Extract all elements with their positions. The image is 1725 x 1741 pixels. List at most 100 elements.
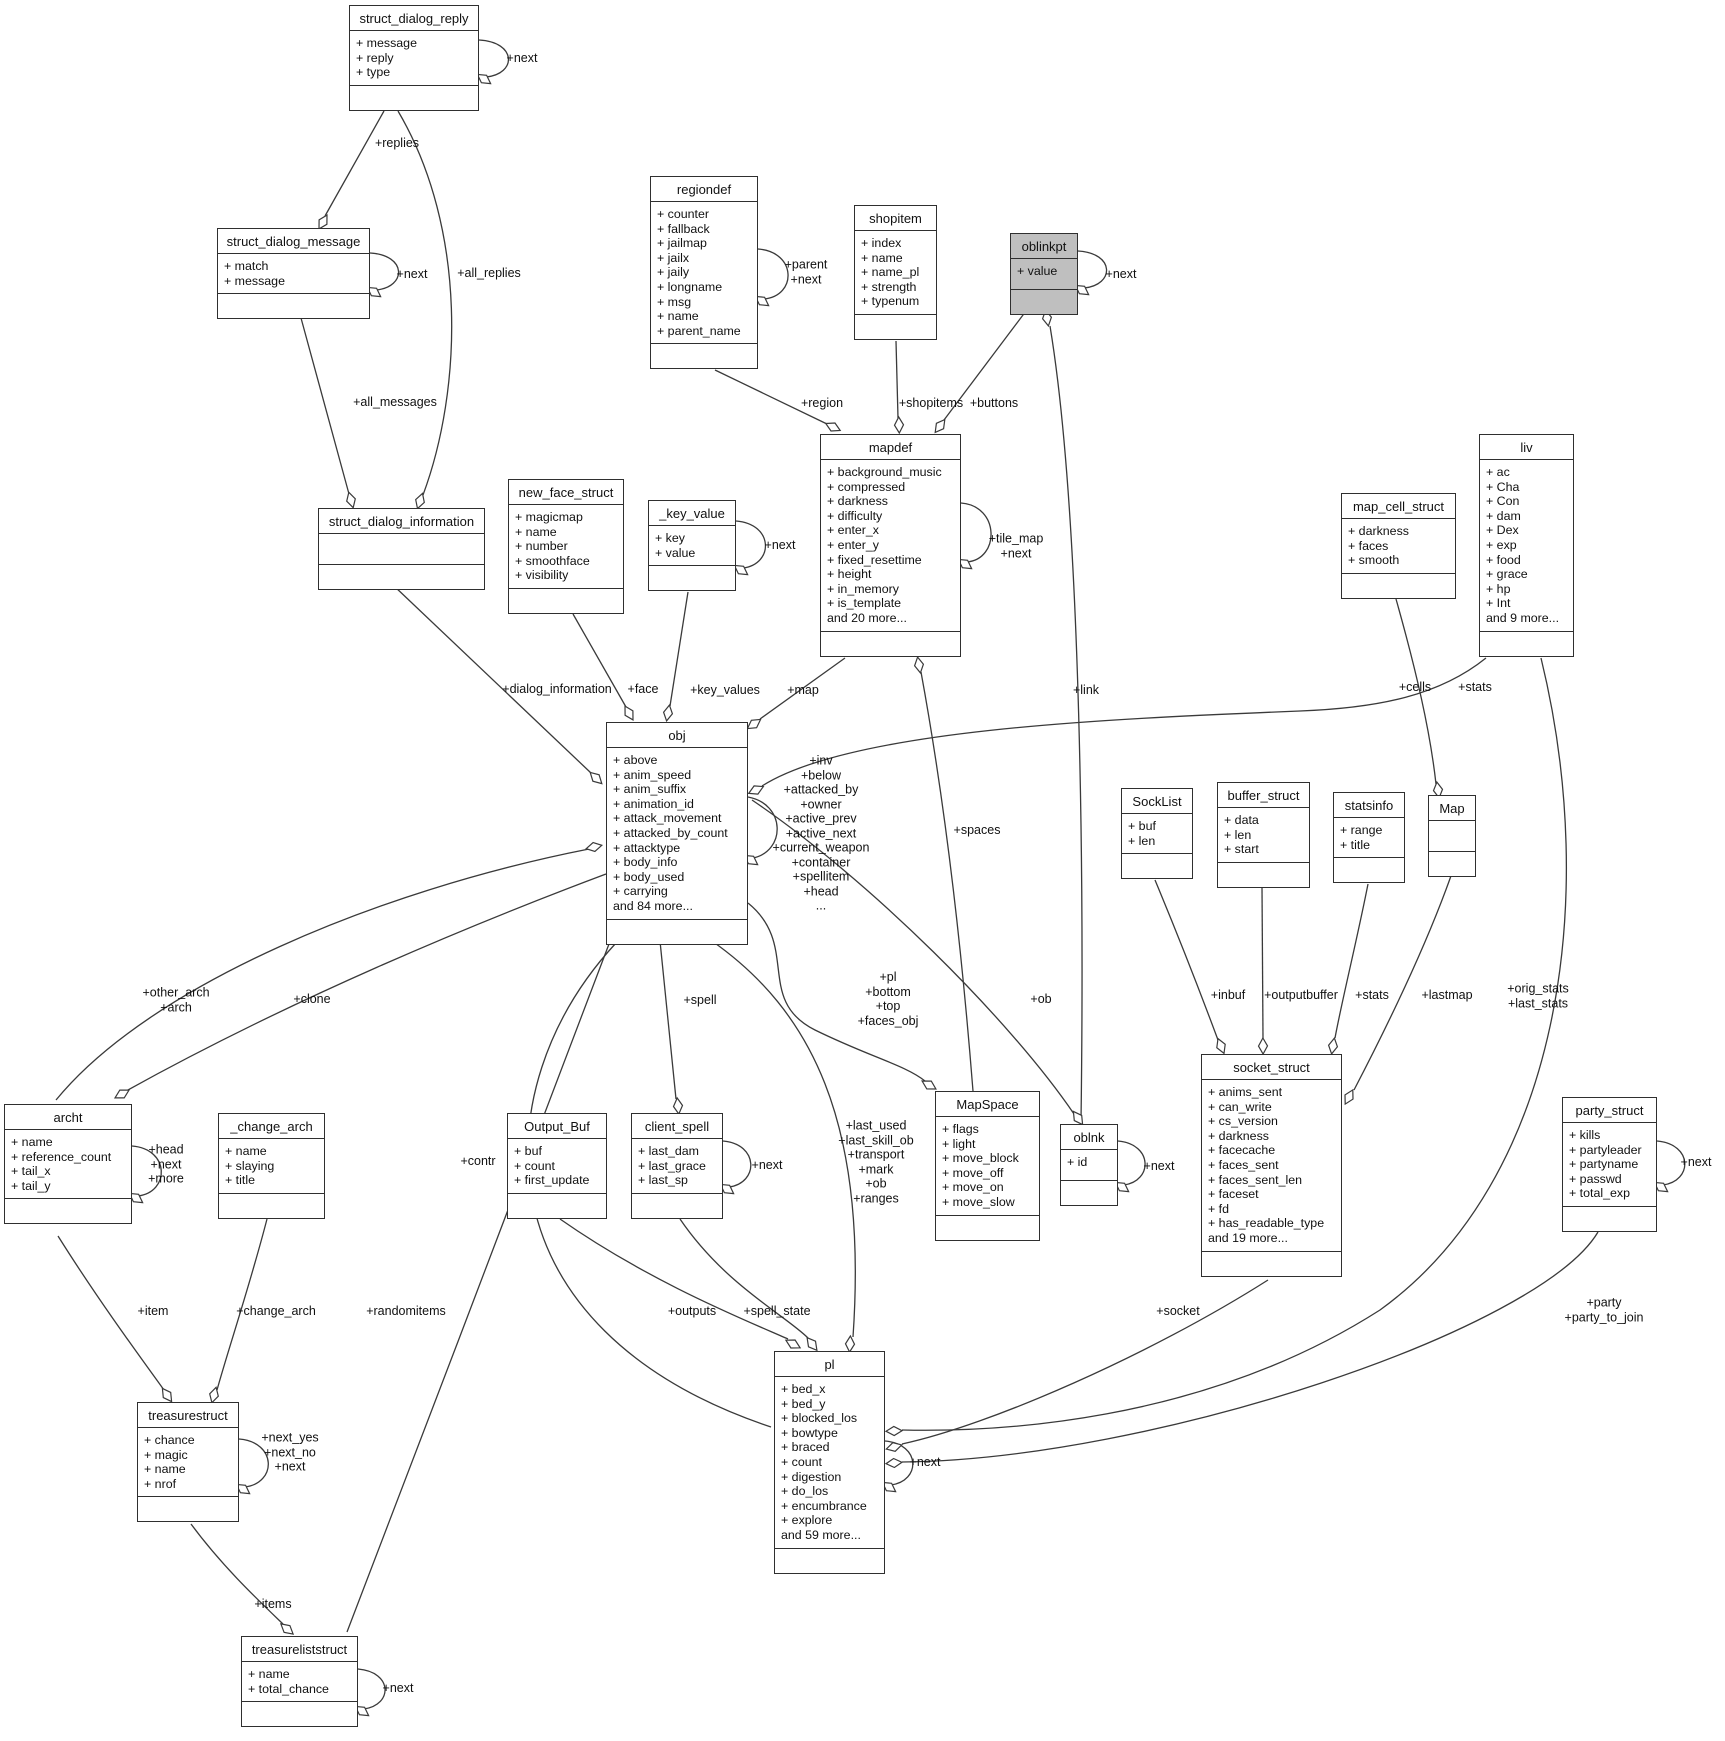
class-box-new_face_struct[interactable]: new_face_struct+ magicmap + name + numbe… [508,479,624,614]
class-title-MapSpace[interactable]: MapSpace [936,1092,1039,1117]
aggregation-diamond-spaces [913,655,925,675]
edge-label-next: +next [764,537,796,552]
edge-outputs [559,1218,789,1340]
edge-other_arch-arch [55,848,590,1101]
class-title-oblnk[interactable]: oblnk [1061,1125,1117,1150]
class-title-statsinfo[interactable]: statsinfo [1334,793,1404,818]
class-box-mapdef[interactable]: mapdef+ background_music + compressed + … [820,434,961,657]
class-title-obj[interactable]: obj [607,723,747,748]
class-box-Output_Buf[interactable]: Output_Buf+ buf + count + first_update [507,1113,607,1219]
aggregation-diamond-pl-obj-refs [844,1334,856,1354]
class-box-MapSpace[interactable]: MapSpace+ flags + light + move_block + m… [935,1091,1040,1241]
class-box-_key_value[interactable]: _key_value+ key + value [648,500,736,592]
class-box-struct_dialog_information[interactable]: struct_dialog_information [318,508,485,590]
class-title-struct_dialog_information[interactable]: struct_dialog_information [319,509,484,534]
class-title-party_struct[interactable]: party_struct [1563,1098,1656,1123]
class-operations-struct_dialog_information [319,565,484,589]
class-box-statsinfo[interactable]: statsinfo+ range + title [1333,792,1405,884]
class-box-SockList[interactable]: SockList+ buf + len [1121,788,1193,880]
class-title-oblinkpt[interactable]: oblinkpt [1011,234,1077,259]
class-box-oblnk[interactable]: oblnk+ id [1060,1124,1118,1206]
class-attributes-new_face_struct: + magicmap + name + number + smoothface … [509,505,623,589]
class-title-mapdef[interactable]: mapdef [821,435,960,460]
class-title-archt[interactable]: archt [5,1105,131,1130]
class-box-regiondef[interactable]: regiondef+ counter + fallback + jailmap … [650,176,758,370]
edge-randomitems [346,943,610,1633]
edge-label-lastmap: +lastmap [1421,987,1473,1002]
class-box-treasurestruct[interactable]: treasurestruct+ chance + magic + name + … [137,1402,239,1523]
class-box-map_cell_struct[interactable]: map_cell_struct+ darkness + faces + smoo… [1341,493,1456,599]
edge-oblnk-next-loop [1117,1140,1146,1186]
edge-label-item: +item [137,1303,169,1318]
class-box-treasureliststruct[interactable]: treasureliststruct+ name + total_chance [241,1636,358,1728]
edge-label-clone: +clone [293,991,331,1006]
aggregation-diamond-outputbuffer [1257,1036,1269,1056]
class-title-SockList[interactable]: SockList [1122,789,1192,814]
class-title-map_cell_struct[interactable]: map_cell_struct [1342,494,1455,519]
class-box-struct_dialog_reply[interactable]: struct_dialog_reply+ message + reply + t… [349,5,479,111]
edge-ob [751,799,1075,1115]
edge-label-next_yes: +next_yes +next_no +next [261,1430,319,1474]
class-attributes-treasureliststruct: + name + total_chance [242,1662,357,1703]
class-box-buffer_struct[interactable]: buffer_struct+ data + len + start [1217,782,1310,888]
class-attributes-oblinkpt: + value [1011,259,1077,290]
edge-region [714,369,828,425]
class-title-Map[interactable]: Map [1429,796,1475,821]
aggregation-diamond-replies [318,214,328,230]
class-box-oblinkpt[interactable]: oblinkpt+ value [1010,233,1078,315]
class-title-client_spell[interactable]: client_spell [632,1114,722,1139]
class-box-client_spell[interactable]: client_spell+ last_dam + last_grace + la… [631,1113,723,1219]
edge-label-key_values: +key_values [690,682,760,697]
class-title-treasurestruct[interactable]: treasurestruct [138,1403,238,1428]
class-box-socket_struct[interactable]: socket_struct+ anims_sent + can_write + … [1201,1054,1342,1277]
edge-regiondef-parent-loop [757,248,789,300]
edge-label-last_used: +last_used +last_skill_ob +transport +ma… [838,1118,914,1206]
class-title-liv[interactable]: liv [1480,435,1573,460]
edge-key_values [669,591,689,707]
class-operations-client_spell [632,1194,722,1218]
aggregation-diamond-spell [672,1096,684,1116]
class-title-struct_dialog_reply[interactable]: struct_dialog_reply [350,6,478,31]
class-box-Map[interactable]: Map [1428,795,1476,877]
edge-party-next-loop [1656,1140,1686,1186]
edge-label-next: +next [751,1157,783,1172]
edge-clone [125,873,607,1092]
class-box-shopitem[interactable]: shopitem+ index + name + name_pl + stren… [854,205,937,340]
class-title-pl[interactable]: pl [775,1352,884,1377]
edge-socket [901,1279,1269,1445]
class-box-pl[interactable]: pl+ bed_x + bed_y + blocked_los + bowtyp… [774,1351,885,1574]
class-box-_change_arch[interactable]: _change_arch+ name + slaying + title [218,1113,325,1219]
edge-label-next: +next [1105,266,1137,281]
class-title-shopitem[interactable]: shopitem [855,206,936,231]
class-box-struct_dialog_message[interactable]: struct_dialog_message+ match + message [217,228,370,320]
class-title-socket_struct[interactable]: socket_struct [1202,1055,1341,1080]
edge-label-link: +link [1072,682,1100,697]
aggregation-diamond-shopitems [893,415,905,435]
class-operations-liv [1480,632,1573,656]
edge-replies [324,110,385,217]
class-title-Output_Buf[interactable]: Output_Buf [508,1114,606,1139]
class-box-liv[interactable]: liv+ ac + Cha + Con + dam + Dex + exp + … [1479,434,1574,657]
class-attributes-Map [1429,821,1475,852]
class-box-obj[interactable]: obj+ above + anim_speed + anim_suffix + … [606,722,748,945]
aggregation-diamond-reply-next-loop [476,73,492,85]
edge-label-other_arch: +other_arch +arch [142,985,210,1015]
class-attributes-pl: + bed_x + bed_y + blocked_los + bowtype … [775,1377,884,1549]
edge-all_messages [300,317,350,495]
class-title-new_face_struct[interactable]: new_face_struct [509,480,623,505]
class-title-buffer_struct[interactable]: buffer_struct [1218,783,1309,808]
class-title-regiondef[interactable]: regiondef [651,177,757,202]
class-box-party_struct[interactable]: party_struct+ kills + partyleader + part… [1562,1097,1657,1232]
class-title-struct_dialog_message[interactable]: struct_dialog_message [218,229,369,254]
class-title-treasureliststruct[interactable]: treasureliststruct [242,1637,357,1662]
aggregation-diamond-stats-socket [1327,1036,1339,1056]
class-box-archt[interactable]: archt+ name + reference_count + tail_x +… [4,1104,132,1225]
class-operations-treasureliststruct [242,1702,357,1726]
aggregation-diamond-party-party_to_join [884,1457,904,1469]
edge-clientspell-next-loop [722,1140,752,1188]
aggregation-diamond-inbuf [1216,1037,1226,1055]
class-title-_change_arch[interactable]: _change_arch [219,1114,324,1139]
class-title-_key_value[interactable]: _key_value [649,501,735,526]
class-attributes-liv: + ac + Cha + Con + dam + Dex + exp + foo… [1480,460,1573,632]
edge-label-dialog_information: +dialog_information [502,681,612,696]
